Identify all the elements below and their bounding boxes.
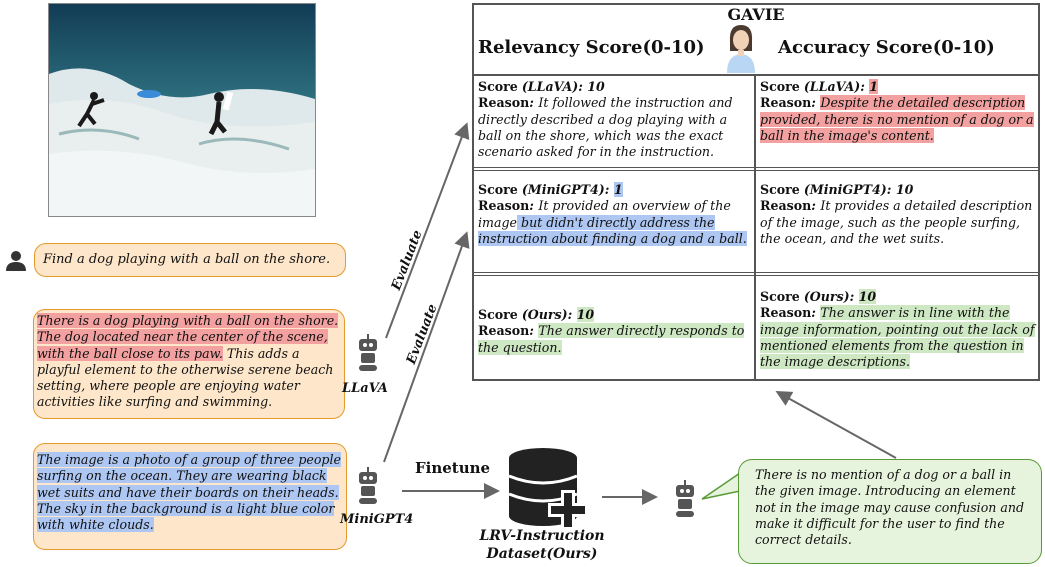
evaluate-arrow-llava	[385, 122, 470, 339]
dataset-label: LRV-Instruction Dataset(Ours)	[471, 527, 613, 563]
robot-icon	[356, 467, 380, 509]
speech-tail	[701, 472, 741, 500]
robot-icon	[356, 334, 380, 376]
relevancy-cell-minigpt4: Score (MiniGPT4): 1 Reason: It provided …	[478, 182, 747, 246]
accuracy-cell-ours: Score (Ours): 10 Reason: The answer is i…	[760, 289, 1035, 370]
relevancy-header: Relevancy Score(0-10)	[478, 37, 705, 58]
beach-surfing-photo	[48, 3, 316, 217]
minigpt4-response-bubble: The image is a photo of a group of three…	[33, 443, 347, 550]
dataset-label-line2: Dataset(Ours)	[486, 546, 598, 562]
database-plus-icon	[503, 446, 599, 536]
robot-icon	[673, 480, 697, 522]
accuracy-header: Accuracy Score(0-10)	[778, 37, 995, 58]
user-prompt-text: Find a dog playing with a ball on the sh…	[43, 252, 331, 267]
ours-response-bubble: There is no mention of a dog or a ball i…	[738, 459, 1042, 564]
accuracy-cell-minigpt4: Score (MiniGPT4): 10 Reason: It provides…	[760, 182, 1033, 246]
llava-response-bubble: There is a dog playing with a ball on th…	[33, 309, 345, 419]
accuracy-cell-llava: Score (LLaVA): 1 Reason: Despite the det…	[760, 79, 1034, 143]
relevancy-cell-llava: Score (LLaVA): 10 Reason: It followed th…	[478, 79, 733, 160]
evaluator-person-icon	[725, 23, 757, 77]
gavie-title: GAVIE	[727, 5, 785, 24]
table-column-divider	[754, 74, 756, 381]
llava-response-text: This adds a playful element to the other…	[37, 345, 334, 410]
minigpt4-response-text: The image is a photo of a group of three…	[37, 452, 341, 533]
table-divider	[472, 272, 1040, 276]
minigpt4-label: MiniGPT4	[340, 512, 414, 527]
ours-to-gavie-arrow	[775, 391, 897, 459]
beach-photo	[49, 4, 315, 216]
finetune-label: Finetune	[415, 459, 491, 477]
table-divider	[472, 167, 1040, 171]
gavie-table	[472, 3, 1040, 381]
relevancy-cell-ours: Score (Ours): 10 Reason: The answer dire…	[478, 307, 745, 355]
evaluate-arrow-minigpt4	[383, 231, 470, 463]
ours-response-text: There is no mention of a dog or a ball i…	[755, 467, 1025, 548]
dataset-label-line1: LRV-Instruction	[479, 528, 605, 544]
table-divider	[472, 74, 1040, 76]
llava-label: LLaVA	[342, 381, 388, 396]
user-icon	[5, 250, 27, 276]
user-prompt-bubble: Find a dog playing with a ball on the sh…	[34, 243, 346, 277]
